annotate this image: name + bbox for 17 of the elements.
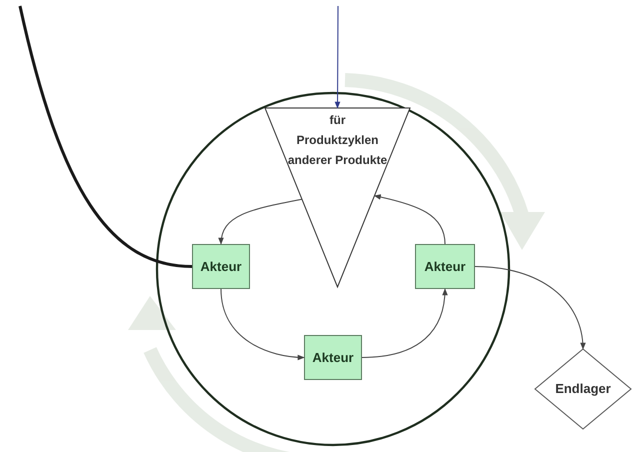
cycle-circle — [156, 92, 510, 446]
arrow — [362, 288, 448, 358]
decision-diamond — [535, 349, 631, 429]
arrow — [374, 194, 446, 244]
node-label: für Produktzyklen anderer Produkte — [288, 112, 388, 169]
arrow — [220, 288, 305, 360]
arrow — [334, 6, 340, 109]
arrow — [218, 198, 302, 245]
actor-box — [304, 335, 362, 380]
triangle-node — [265, 108, 410, 287]
actor-label: Akteur — [424, 258, 466, 274]
actor-label: Akteur — [200, 258, 242, 274]
actor-box — [415, 244, 475, 289]
actor-label: Akteur — [312, 350, 354, 366]
actor-box — [192, 244, 250, 289]
node-label: Endlager — [555, 381, 611, 397]
arrow — [474, 266, 586, 350]
